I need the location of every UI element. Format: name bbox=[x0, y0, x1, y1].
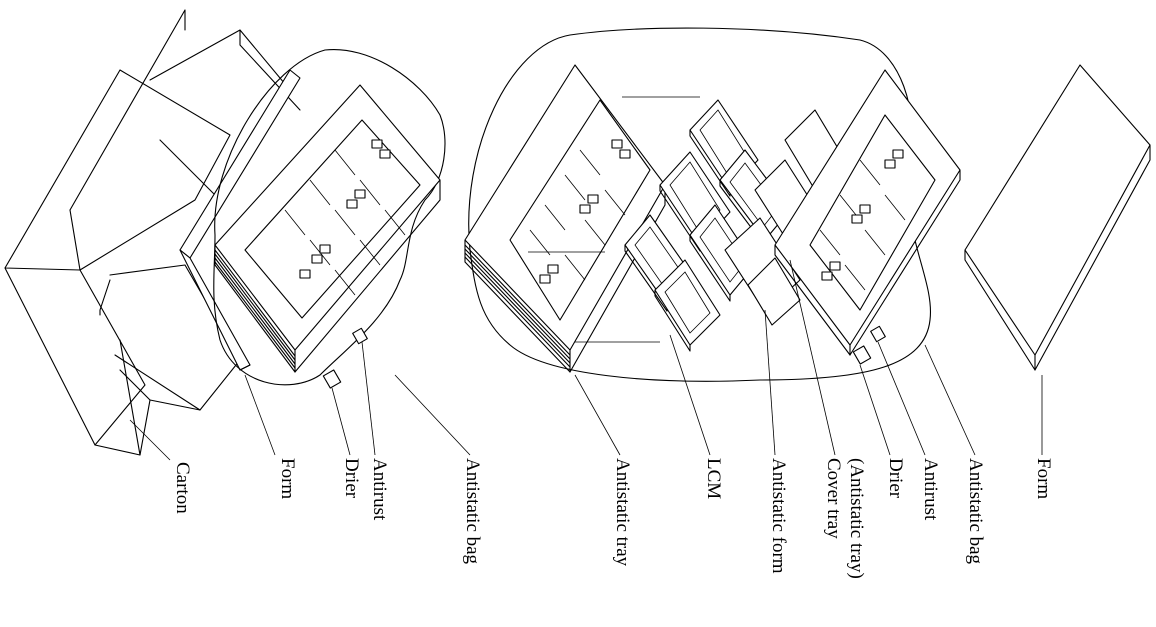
label-antirust-right: Antirust bbox=[920, 458, 941, 521]
label-antistatic-tray: Antistatic tray bbox=[612, 458, 633, 567]
label-cover-tray-sub: (Antistatic tray) bbox=[846, 458, 867, 579]
leader-lines bbox=[129, 259, 1043, 461]
label-antirust-left: Antirust bbox=[369, 458, 390, 521]
cover-tray bbox=[774, 69, 961, 356]
drier-right-packet bbox=[852, 345, 872, 365]
label-antistatic-bag-left: Antistatic bag bbox=[462, 458, 483, 565]
carton-drawing bbox=[4, 9, 301, 456]
form-right-drawing bbox=[964, 64, 1151, 371]
lcm-modules bbox=[624, 99, 791, 352]
label-antistatic-bag-right: Antistatic bag bbox=[965, 458, 986, 565]
tray-stack-right bbox=[464, 64, 700, 373]
label-drier-left: Drier bbox=[341, 458, 362, 499]
label-form-left: Form bbox=[277, 458, 298, 499]
tray-stack-left bbox=[214, 84, 441, 373]
antirust-right-packet bbox=[870, 325, 886, 343]
label-form-right: Form bbox=[1033, 458, 1054, 499]
drier-left-packet bbox=[322, 369, 342, 389]
label-lcm: LCM bbox=[703, 458, 724, 499]
label-drier-right: Drier bbox=[885, 458, 906, 499]
label-cover-tray: Cover tray bbox=[823, 458, 844, 539]
antistatic-bag-left-outline bbox=[213, 48, 446, 386]
label-carton: Carton bbox=[172, 462, 193, 514]
label-antistatic-form: Antistatic form bbox=[768, 458, 789, 574]
antirust-left-packet bbox=[352, 327, 368, 345]
